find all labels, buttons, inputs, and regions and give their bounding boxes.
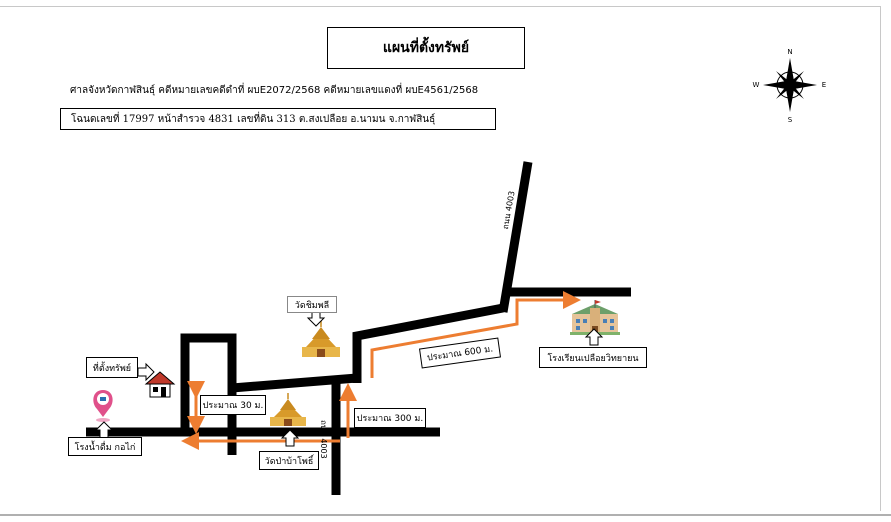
bottom-border	[0, 514, 891, 516]
temple-icon	[302, 321, 340, 357]
right-border	[880, 6, 881, 511]
compass-s: S	[788, 116, 793, 124]
distance-300-label: ประมาณ 300 ม.	[354, 408, 426, 428]
temple-icon	[270, 393, 306, 426]
pointer-arrow-icon	[94, 309, 604, 447]
shop-pin-icon	[93, 390, 113, 422]
top-border	[0, 6, 880, 7]
property-label: ที่ตั้งทรัพย์	[86, 357, 138, 378]
wat-chimphli-label: วัดชิมพลี	[287, 296, 337, 313]
compass-rose-icon: N S E W	[753, 48, 827, 124]
road-4003-diagonal	[498, 161, 533, 313]
route-segment-600	[370, 291, 581, 378]
school-label: โรงเรียนเปลือยวิทยายน	[539, 347, 647, 368]
map-title: แผนที่ตั้งทรัพย์	[327, 27, 525, 69]
route	[181, 291, 581, 450]
road-upper	[352, 303, 504, 383]
compass-e: E	[822, 81, 826, 89]
water-factory-label: โรงน้ำดื่ม กอไก่	[68, 437, 142, 456]
road-4003-bottom-label: ถนน 4003	[319, 420, 328, 459]
roads	[86, 161, 631, 495]
court-case-line: ศาลจังหวัดกาฬสินธุ์ คดีหมายเลขคดีดำที่ ผ…	[70, 85, 479, 96]
distance-30-label: ประมาณ 30 ม.	[200, 395, 266, 415]
house-icon	[144, 371, 176, 398]
compass-w: W	[753, 81, 760, 89]
road-middle	[231, 373, 358, 393]
compass-n: N	[787, 48, 792, 56]
deed-info-text: โฉนดเลขที่ 17997 หน้าสำรวจ 4831 เลขที่ดิ…	[71, 113, 436, 125]
deed-info-box: โฉนดเลขที่ 17997 หน้าสำรวจ 4831 เลขที่ดิ…	[60, 108, 496, 130]
wat-pa-label: วัดป่าบ้าโพธิ์	[259, 451, 319, 470]
